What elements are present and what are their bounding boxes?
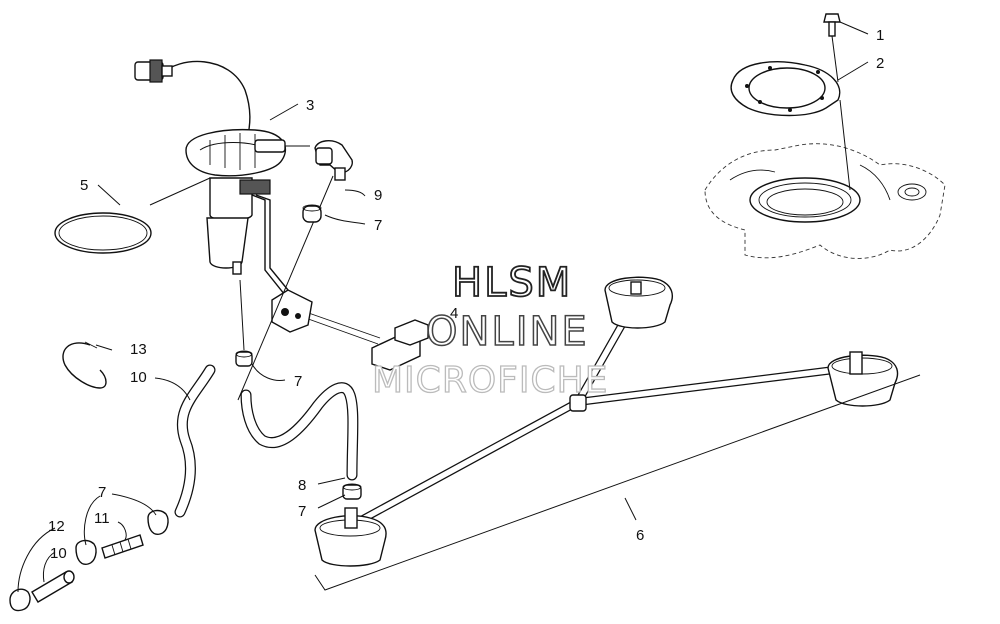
clamp-left-lower [75, 539, 97, 565]
vent-assembly [314, 276, 899, 567]
watermark-line-2: ONLINE [426, 309, 589, 355]
fuel-pump-module [134, 59, 381, 345]
callout-12: 12 [48, 518, 65, 535]
bolt [823, 13, 841, 37]
callout-10a: 10 [130, 369, 147, 386]
callout-8: 8 [298, 477, 306, 494]
hose-clamp-upper [302, 204, 322, 223]
callout-11: 11 [94, 510, 110, 527]
short-hose-10 [31, 570, 75, 603]
callout-7b: 7 [294, 373, 302, 390]
hose-clip-12 [9, 588, 31, 612]
watermark-line-1: HLSM [452, 260, 572, 306]
callout-10b: 10 [50, 545, 67, 562]
callout-4: 4 [450, 305, 458, 322]
callout-6: 6 [636, 527, 644, 544]
callout-9: 9 [374, 187, 382, 204]
callout-7c: 7 [298, 503, 306, 520]
fuel-tank-outline [704, 143, 946, 259]
callout-7a: 7 [374, 217, 382, 234]
callout-13: 13 [130, 341, 147, 358]
clamp-left-upper [147, 509, 169, 535]
gasket-plate [730, 61, 841, 117]
elbow-fitting [314, 140, 353, 181]
hose-clamp-lower [342, 483, 362, 500]
callout-3: 3 [306, 97, 314, 114]
fuel-hose [174, 364, 216, 518]
callout-1: 1 [876, 27, 884, 44]
watermark-line-3: MICROFICHE [372, 360, 608, 401]
o-ring [54, 212, 152, 254]
hose-clamp-mid [235, 350, 253, 367]
formed-hose [240, 382, 359, 481]
fuel-level-sender [271, 289, 429, 371]
callout-7d: 7 [98, 484, 106, 501]
watermark: HLSM ONLINE MICROFICHE [371, 259, 608, 402]
hose-connector [101, 534, 144, 559]
retaining-clip [62, 341, 107, 389]
callout-2: 2 [876, 55, 884, 72]
callout-5: 5 [80, 177, 88, 194]
